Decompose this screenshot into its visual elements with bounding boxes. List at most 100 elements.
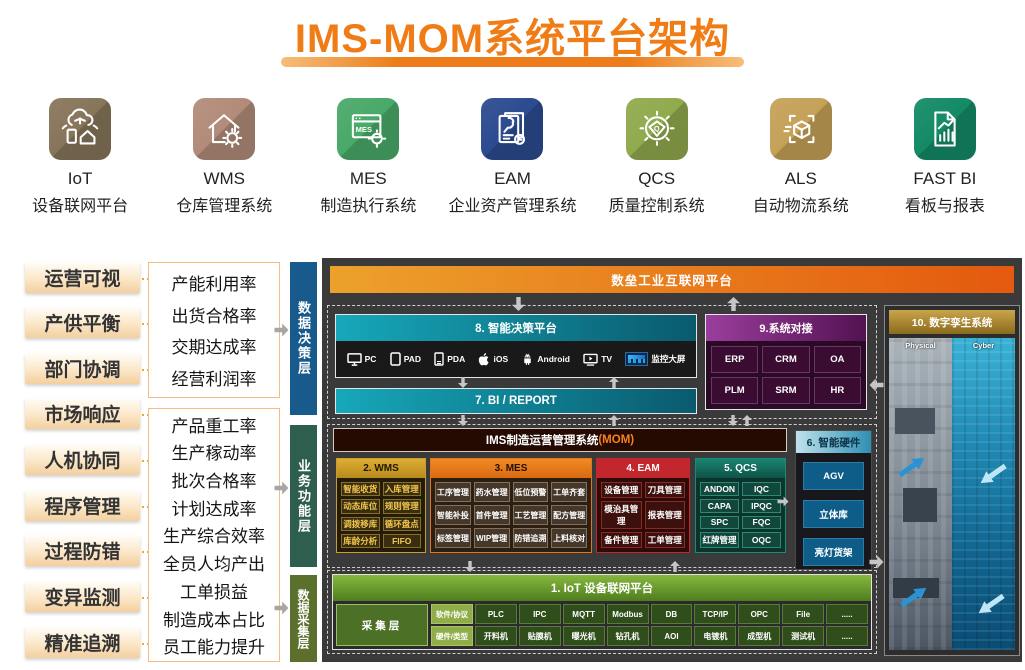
smart-decision-platform-title: 8. 智能决策平台 xyxy=(336,315,696,341)
hardware-list: AGV 立体库 亮灯货架 xyxy=(796,453,871,575)
pc-monitor-icon xyxy=(346,352,362,366)
monitor-wall-thumbnail xyxy=(625,352,649,366)
kpi-item: 批次合格率 xyxy=(171,472,257,492)
protocol-cell: TCP/IP xyxy=(694,604,737,624)
svg-text:Q: Q xyxy=(654,124,660,133)
kpi-item: 生产综合效率 xyxy=(163,527,265,547)
equipment-cell: 测试机 xyxy=(782,626,825,646)
quality-gear-icon: Q xyxy=(625,98,688,160)
svg-text:MES: MES xyxy=(356,125,372,134)
kpi-item: 全员人均产出 xyxy=(163,555,265,575)
physical-half: Physical xyxy=(889,338,952,650)
app-name: 制造执行系统 xyxy=(320,198,417,215)
kpi-item: 交期达成率 xyxy=(171,338,257,358)
mes-cell: 低位预警 xyxy=(512,482,549,502)
wms-module-title: 2. WMS xyxy=(337,459,425,478)
mom-system-bar: IMS制造运营管理系统(MOM) xyxy=(333,428,787,452)
hardware-cell: 亮灯货架 xyxy=(803,538,864,566)
qcs-cell: CAPA xyxy=(700,498,739,513)
system-integration-title: 9.系统对接 xyxy=(706,315,866,341)
kpi-box-operations: 产品重工率 生产稼动率 批次合格率 计划达成率 生产综合效率 全员人均产出 工单… xyxy=(148,408,280,662)
device-tv: TV xyxy=(583,353,612,366)
digital-twin-box: 10. 数字孪生系统 Physical Cyber xyxy=(884,305,1020,656)
qcs-cell: SPC xyxy=(700,515,739,530)
qcs-grid: ANDON IQC CAPA IPQC SPC FQC 红牌管理 OQC xyxy=(696,478,785,552)
hardware-cell: AGV xyxy=(803,462,864,490)
logistics-scan-cube-icon xyxy=(769,98,832,160)
integration-cell: CRM xyxy=(762,346,810,373)
device-monitor-wall: 监控大屏 xyxy=(625,352,685,366)
eam-cell: 报表管理 xyxy=(644,501,685,529)
goal-item: 运营可视 xyxy=(25,262,153,293)
twin-arrow-icon xyxy=(896,453,928,481)
integration-cell: SRM xyxy=(762,377,810,404)
kpi-item: 制造成本占比 xyxy=(163,610,265,630)
app-fastbi: FAST BI 看板与报表 xyxy=(873,98,1017,216)
mes-cell: 智能补投 xyxy=(435,505,471,525)
equipment-cell: 曝光机 xyxy=(562,626,605,646)
smart-decision-platform-box: 8. 智能决策平台 PC PAD PDA iOS xyxy=(335,314,697,378)
page-title: IMS-MOM系统平台架构 xyxy=(0,6,1025,67)
integration-grid: ERP CRM OA PLM SRM HR xyxy=(706,341,866,409)
qcs-cell: 红牌管理 xyxy=(700,532,739,548)
protocol-cell: ..... xyxy=(826,604,868,624)
software-protocol-label: 软件/协议 xyxy=(431,604,473,624)
app-mes: MES MES 制造执行系统 xyxy=(296,98,440,216)
integration-cell: ERP xyxy=(711,346,759,373)
report-chart-icon xyxy=(913,98,976,160)
collection-grid: 软件/协议 PLC IPC MQTT Modbus DB TCP/IP OPC … xyxy=(431,604,868,646)
eam-grid: 设备管理 刀具管理 模治具管理 报表管理 备件管理 工单管理 xyxy=(597,478,689,552)
smart-hardware-title: 6. 智能硬件 xyxy=(796,431,871,453)
app-als: ALS 自动物流系统 xyxy=(729,98,873,216)
page-title-text: IMS-MOM系统平台架构 xyxy=(280,6,745,67)
kpi-item: 经营利润率 xyxy=(171,370,257,390)
eam-cell: 工单管理 xyxy=(644,532,685,548)
app-abbr: FAST BI xyxy=(913,169,977,188)
layer-label-business-function: 业务功能层 xyxy=(290,425,317,567)
arrow-down-icon xyxy=(458,377,468,388)
integration-cell: HR xyxy=(813,377,861,404)
app-name: 设备联网平台 xyxy=(32,198,129,215)
asset-wrench-doc-icon xyxy=(481,98,544,160)
tablet-icon xyxy=(389,352,401,366)
mes-cell: 上料核对 xyxy=(551,528,587,548)
protocol-cell: OPC xyxy=(738,604,781,624)
kpi-box-decision: 产能利用率 出货合格率 交期达成率 经营利润率 xyxy=(148,262,280,398)
goal-item: 人机协同 xyxy=(25,444,153,475)
eam-cell: 设备管理 xyxy=(601,482,642,498)
wms-cell: 动态库位 xyxy=(341,499,380,514)
equipment-cell: 电镀机 xyxy=(694,626,737,646)
main-panel: 数垒工业互联网平台 8. 智能决策平台 PC PAD PDA xyxy=(322,258,1022,662)
device-android: Android xyxy=(521,353,570,366)
app-name: 质量控制系统 xyxy=(608,198,705,215)
eam-cell: 刀具管理 xyxy=(644,482,685,498)
pda-icon xyxy=(434,352,444,366)
collection-body: 采集层 软件/协议 PLC IPC MQTT Modbus DB TCP/IP … xyxy=(333,601,871,649)
app-icons-row: IoT 设备联网平台 WMS 仓库管理系统 xyxy=(8,98,1017,216)
goal-item: 部门协调 xyxy=(25,353,153,384)
mes-cell: 首件管理 xyxy=(473,505,510,525)
protocol-cell: DB xyxy=(650,604,693,624)
device-pda: PDA xyxy=(434,352,465,366)
qcs-cell: OQC xyxy=(742,532,781,548)
device-pc: PC xyxy=(346,352,376,366)
protocol-cell: MQTT xyxy=(562,604,605,624)
protocol-cell: Modbus xyxy=(606,604,649,624)
apple-icon xyxy=(479,353,490,366)
equipment-cell: 开料机 xyxy=(474,626,517,646)
iot-platform-box: 1. IoT 设备联网平台 采集层 软件/协议 PLC IPC MQTT Mod… xyxy=(332,574,872,650)
app-qcs: Q QCS 质量控制系统 xyxy=(585,98,729,216)
app-name: 企业资产管理系统 xyxy=(448,198,577,215)
goal-item: 产供平衡 xyxy=(25,307,153,338)
wms-cell: FIFO xyxy=(382,533,421,548)
qcs-cell: IQC xyxy=(742,482,781,496)
bi-report-bar: 7. BI / REPORT xyxy=(335,388,697,414)
wms-cell: 调拨移库 xyxy=(341,516,380,531)
android-icon xyxy=(524,353,532,365)
app-abbr: MES xyxy=(349,169,387,188)
industrial-internet-platform-bar: 数垒工业互联网平台 xyxy=(330,266,1014,293)
digital-twin-title: 10. 数字孪生系统 xyxy=(889,310,1015,334)
system-integration-box: 9.系统对接 ERP CRM OA PLM SRM HR xyxy=(705,314,867,410)
smart-hardware-box: 6. 智能硬件 AGV 立体库 亮灯货架 xyxy=(795,430,872,570)
